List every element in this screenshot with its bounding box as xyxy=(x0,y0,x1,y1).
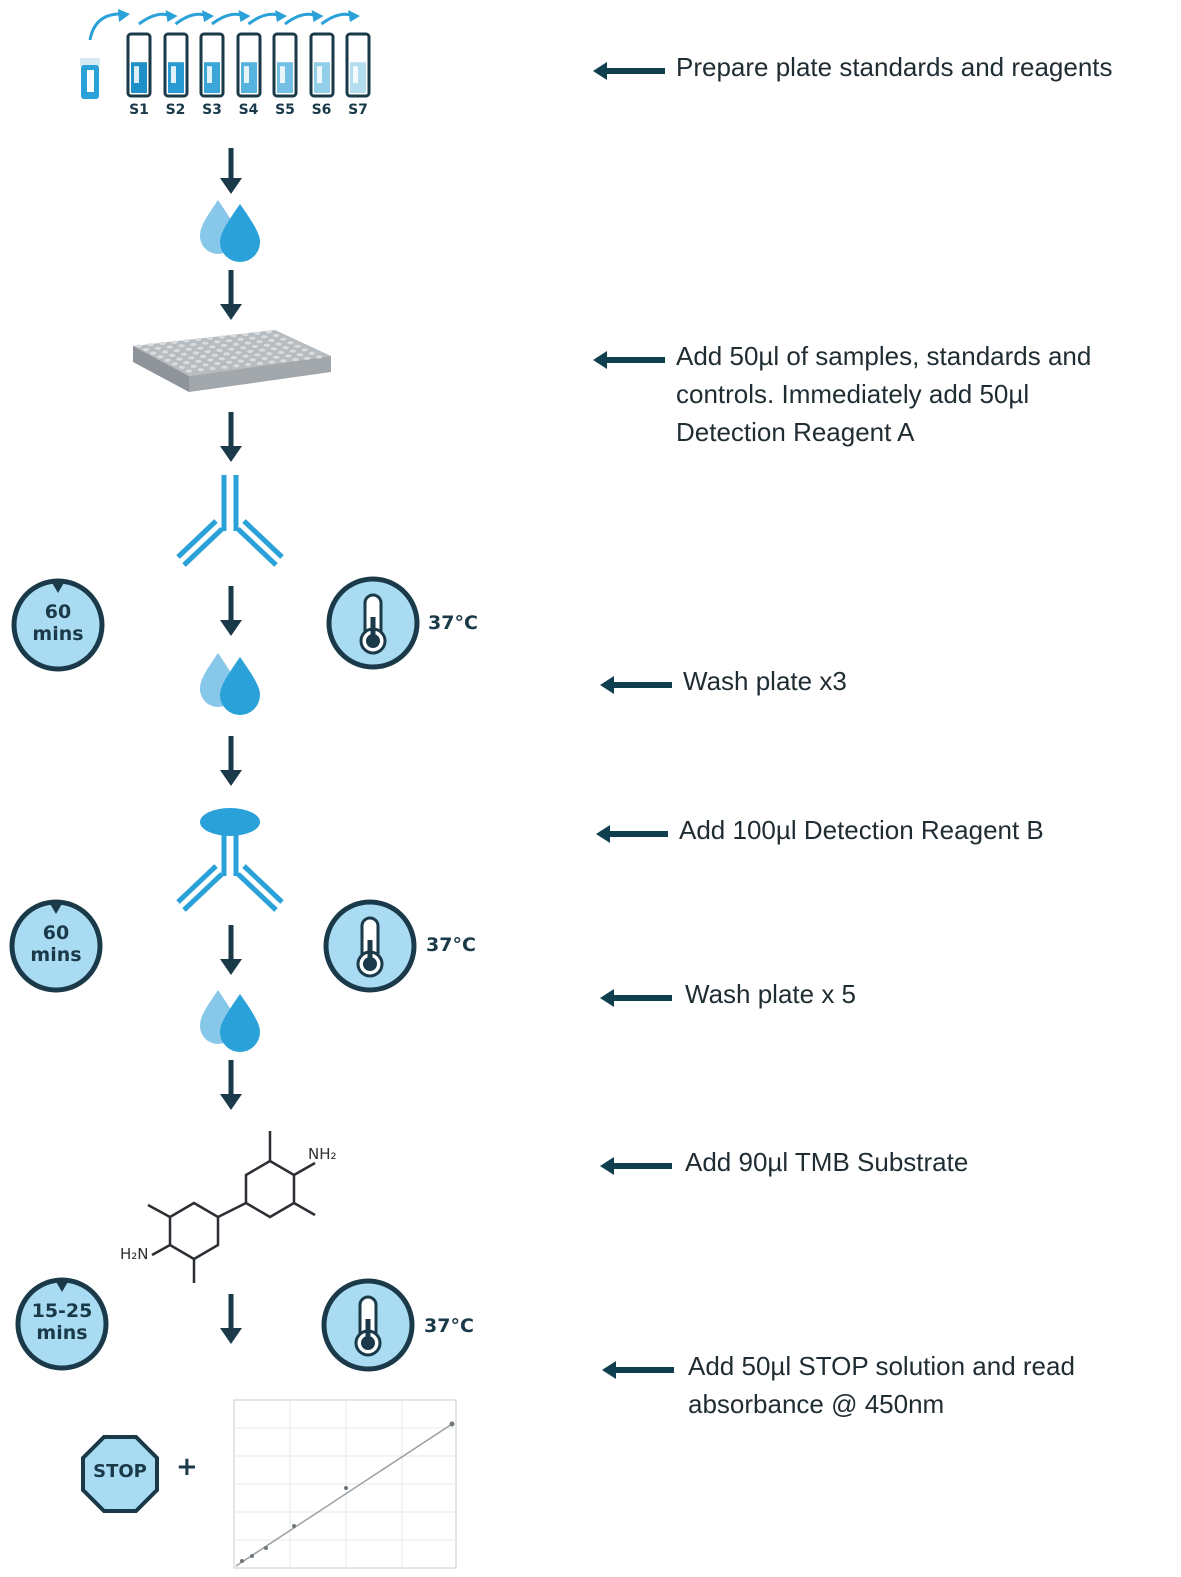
timer-icon: 15-25 mins xyxy=(14,1276,110,1372)
thermometer-icon xyxy=(323,899,417,993)
tube-icon: S4 xyxy=(236,32,262,124)
tube-icon: S2 xyxy=(163,32,189,124)
standards-group: S1 S2 S3 S4 S5 S6 S7 xyxy=(70,0,390,130)
timer-icon: 60 mins xyxy=(8,898,104,994)
timer-value: 15-25 xyxy=(31,1300,93,1322)
droplets-icon xyxy=(200,990,260,1052)
antibody-enzyme-icon xyxy=(176,808,284,912)
tube-label: S6 xyxy=(311,102,332,118)
step-arrow-icon xyxy=(600,987,672,1009)
step-line: controls. Immediately add 50µl xyxy=(676,379,1030,409)
down-arrow-7 xyxy=(220,1060,242,1110)
step-line: absorbance @ 450nm xyxy=(688,1389,945,1419)
tube-label: S1 xyxy=(129,102,149,118)
timer-unit: mins xyxy=(32,623,84,645)
down-arrow-8 xyxy=(220,1294,242,1344)
step-line: Add 100µl Detection Reagent B xyxy=(679,815,1044,845)
down-arrow-3 xyxy=(220,412,242,462)
step-line: Add 50µl of samples, standards and xyxy=(676,341,1092,371)
down-arrow-4 xyxy=(220,586,242,636)
vial-icon xyxy=(80,58,100,99)
step-arrow-icon xyxy=(600,674,672,696)
timer-unit: mins xyxy=(36,1322,88,1344)
step-arrow-icon xyxy=(602,1359,674,1381)
plus-sign: + xyxy=(176,1452,198,1482)
droplets-icon xyxy=(200,200,260,262)
step-text: Wash plate x3 xyxy=(683,662,847,700)
dilution-arrows xyxy=(88,9,360,41)
step-text: Add 50µl of samples, standards and contro… xyxy=(676,337,1091,451)
step-line: Wash plate x 5 xyxy=(685,979,857,1009)
amine-bottom-label: H₂N xyxy=(120,1245,149,1263)
stop-sign-label: STOP xyxy=(93,1461,147,1482)
tube-label: S7 xyxy=(348,102,368,118)
step-arrow-icon xyxy=(600,1155,672,1177)
tube-icon: S7 xyxy=(345,32,371,124)
step-line: Add 90µl TMB Substrate xyxy=(685,1147,969,1177)
tube-icon: S1 xyxy=(126,32,152,124)
down-arrow-6 xyxy=(220,925,242,975)
step-arrow-icon xyxy=(593,60,665,82)
down-arrow-1 xyxy=(220,148,242,194)
step-text: Add 50µl STOP solution and read absorbanc… xyxy=(688,1347,1075,1423)
step-text: Wash plate x 5 xyxy=(685,975,856,1013)
tube-icon: S6 xyxy=(309,32,335,124)
tube-label: S4 xyxy=(238,102,259,118)
down-arrow-2 xyxy=(220,270,242,320)
tube-icon: S3 xyxy=(199,32,225,124)
tube-label: S2 xyxy=(165,102,186,118)
step-line: Add 50µl STOP solution and read xyxy=(688,1351,1075,1381)
step-text: Add 100µl Detection Reagent B xyxy=(679,811,1044,849)
step-line: Detection Reagent A xyxy=(676,417,915,447)
antibody-icon xyxy=(176,475,284,567)
tube-label: S5 xyxy=(275,102,295,118)
stop-sign-icon: STOP xyxy=(80,1434,160,1514)
temperature-label: 37°C xyxy=(428,612,478,634)
step-arrow-icon xyxy=(596,823,668,845)
down-arrow-5 xyxy=(220,736,242,786)
amine-top-label: NH₂ xyxy=(308,1145,337,1163)
timer-icon: 60 mins xyxy=(10,577,106,673)
tube-label: S3 xyxy=(202,102,222,118)
timer-value: 60 xyxy=(44,601,72,623)
timer-unit: mins xyxy=(30,944,82,966)
step-text: Add 90µl TMB Substrate xyxy=(685,1143,968,1181)
droplets-icon xyxy=(200,653,260,715)
thermometer-icon xyxy=(326,576,420,670)
microplate-icon xyxy=(133,330,331,392)
thermometer-icon xyxy=(321,1278,415,1372)
tmb-molecule-icon: NH₂ H₂N xyxy=(110,1125,360,1285)
timer-value: 60 xyxy=(42,922,70,944)
step-text: Prepare plate standards and reagents xyxy=(676,48,1113,86)
step-arrow-icon xyxy=(593,349,665,371)
temperature-label: 37°C xyxy=(424,1315,474,1337)
temperature-label: 37°C xyxy=(426,934,476,956)
step-line: Prepare plate standards and reagents xyxy=(676,52,1113,82)
standard-curve-icon xyxy=(233,1399,457,1569)
step-line: Wash plate x3 xyxy=(683,666,847,696)
tube-icon: S5 xyxy=(272,32,298,124)
